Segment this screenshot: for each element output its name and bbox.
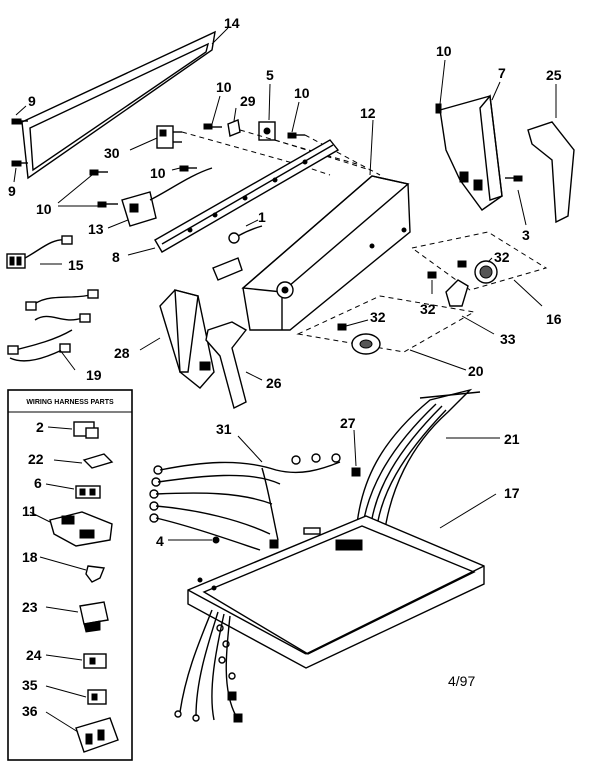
callout-16: 16 [546, 311, 562, 327]
callout-10: 10 [436, 43, 452, 59]
callout-32: 32 [370, 309, 386, 325]
callout-2: 2 [36, 419, 44, 435]
knob-part-33 [427, 271, 495, 335]
callout-6: 6 [34, 475, 42, 491]
callout-12: 12 [360, 105, 376, 121]
callout-21: 21 [504, 431, 520, 447]
thermal-fuse-part [228, 219, 263, 244]
connector-block-part [227, 107, 241, 137]
callout-26: 26 [266, 375, 282, 391]
callout-14: 14 [224, 15, 240, 31]
callout-7: 7 [498, 65, 506, 81]
wiring-box-title: WIRING HARNESS PARTS [26, 399, 114, 406]
timer-switch-part [107, 167, 213, 229]
callout-24: 24 [26, 647, 42, 663]
callout-labels: 14 9 9 30 10 29 5 10 10 10 13 8 1 12 15 … [8, 15, 562, 719]
callout-27: 27 [340, 415, 356, 431]
callout-25: 25 [546, 67, 562, 83]
grommet-part [351, 429, 361, 477]
callout-36: 36 [22, 703, 38, 719]
callout-10: 10 [216, 79, 232, 95]
callout-9: 9 [8, 183, 16, 199]
main-wire-harness-part [355, 388, 500, 537]
control-panel-strip-part [127, 139, 340, 256]
side-handle-part [205, 321, 263, 410]
callout-11: 11 [22, 503, 37, 519]
wiring-harness-parts-box: WIRING HARNESS PARTS [7, 389, 133, 761]
callout-32: 32 [420, 301, 436, 317]
screw-part [11, 105, 28, 183]
top-panel-part [187, 493, 497, 669]
callout-31: 31 [216, 421, 232, 437]
callout-10: 10 [36, 201, 52, 217]
callout-15: 15 [68, 257, 84, 273]
callout-5: 5 [266, 67, 274, 83]
callout-33: 33 [500, 331, 516, 347]
callout-3: 3 [522, 227, 530, 243]
callout-17: 17 [504, 485, 520, 501]
callout-1: 1 [258, 209, 266, 225]
knob-group-16 [410, 231, 548, 307]
end-cap-cover-part [527, 84, 575, 224]
console-housing-part [212, 119, 411, 331]
left-end-cap-part [139, 289, 215, 389]
callout-35: 35 [22, 677, 38, 693]
terminal-block-part [258, 83, 276, 141]
callout-30: 30 [104, 145, 120, 161]
callout-22: 22 [28, 451, 44, 467]
callout-13: 13 [88, 221, 104, 237]
callout-10: 10 [294, 85, 310, 101]
callout-29: 29 [240, 93, 256, 109]
right-end-cap-part [439, 81, 503, 211]
callout-19: 19 [86, 367, 102, 383]
screw-part [171, 95, 305, 172]
date-code: 4/97 [448, 673, 475, 689]
callout-9: 9 [28, 93, 36, 109]
wire-harness-31 [149, 435, 341, 551]
callout-4: 4 [156, 533, 164, 549]
switch-part [129, 125, 182, 151]
callout-28: 28 [114, 345, 130, 361]
back-panel-part [21, 27, 229, 180]
lower-wire-harness [174, 609, 243, 723]
screw-part [435, 59, 523, 182]
callout-8: 8 [112, 249, 120, 265]
callout-23: 23 [22, 599, 38, 615]
callout-10: 10 [150, 165, 166, 181]
screw-part [57, 169, 118, 208]
knob-group-20 [296, 295, 476, 371]
wire-harness-part [7, 289, 99, 371]
connector-plug-part [6, 235, 73, 269]
callout-18: 18 [22, 549, 38, 565]
callout-20: 20 [468, 363, 484, 379]
callout-32: 32 [494, 249, 510, 265]
